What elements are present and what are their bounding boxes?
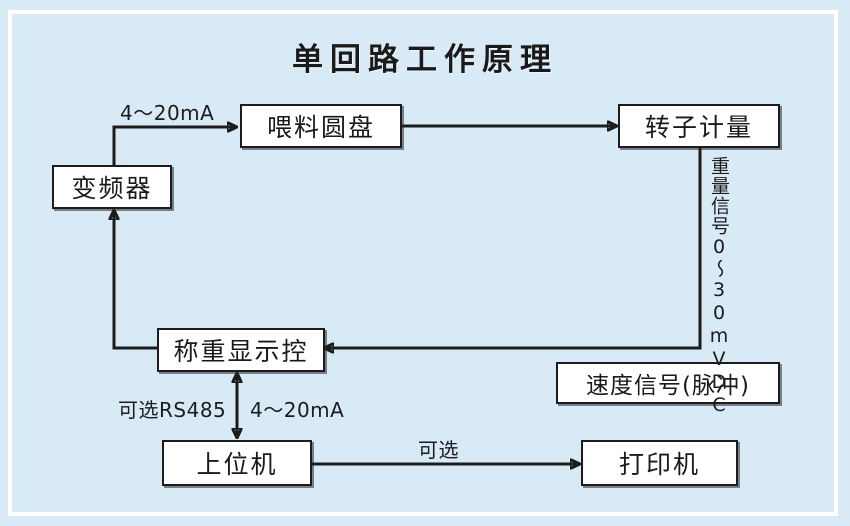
node-rotor-meter-label: 转子计量 bbox=[644, 113, 753, 142]
label-weight-signal: 重量信号0～30mVDC bbox=[708, 156, 730, 417]
node-weigh-display-label: 称重显示控 bbox=[173, 337, 309, 366]
node-speed-signal[interactable]: 速度信号(脉冲) bbox=[556, 362, 780, 404]
page-title: 单回路工作原理 bbox=[292, 42, 558, 78]
node-printer[interactable]: 打印机 bbox=[581, 440, 738, 486]
label-inverter-to-feed: 4～20mA bbox=[120, 101, 215, 125]
wire-rotor-to-weighdisplay bbox=[325, 148, 702, 348]
node-speed-signal-label: 速度信号(脉冲) bbox=[586, 373, 750, 399]
node-weigh-display[interactable]: 称重显示控 bbox=[157, 328, 325, 372]
node-feed-disc-label: 喂料圆盘 bbox=[266, 113, 375, 142]
node-inverter[interactable]: 变频器 bbox=[52, 165, 172, 209]
wire-weighdisplay-to-inverter bbox=[114, 211, 158, 350]
node-host-computer[interactable]: 上位机 bbox=[162, 440, 312, 486]
wire-inverter-to-feeddisc bbox=[112, 127, 236, 165]
node-printer-label: 打印机 bbox=[618, 450, 700, 479]
node-host-computer-label: 上位机 bbox=[196, 450, 278, 479]
label-current-loop: 4～20mA bbox=[250, 398, 345, 422]
node-feed-disc[interactable]: 喂料圆盘 bbox=[240, 104, 402, 148]
node-rotor-meter[interactable]: 转子计量 bbox=[618, 104, 780, 148]
label-printer-optional: 可选 bbox=[418, 438, 459, 462]
node-inverter-label: 变频器 bbox=[71, 174, 153, 203]
label-rs485: 可选RS485 bbox=[118, 398, 227, 422]
